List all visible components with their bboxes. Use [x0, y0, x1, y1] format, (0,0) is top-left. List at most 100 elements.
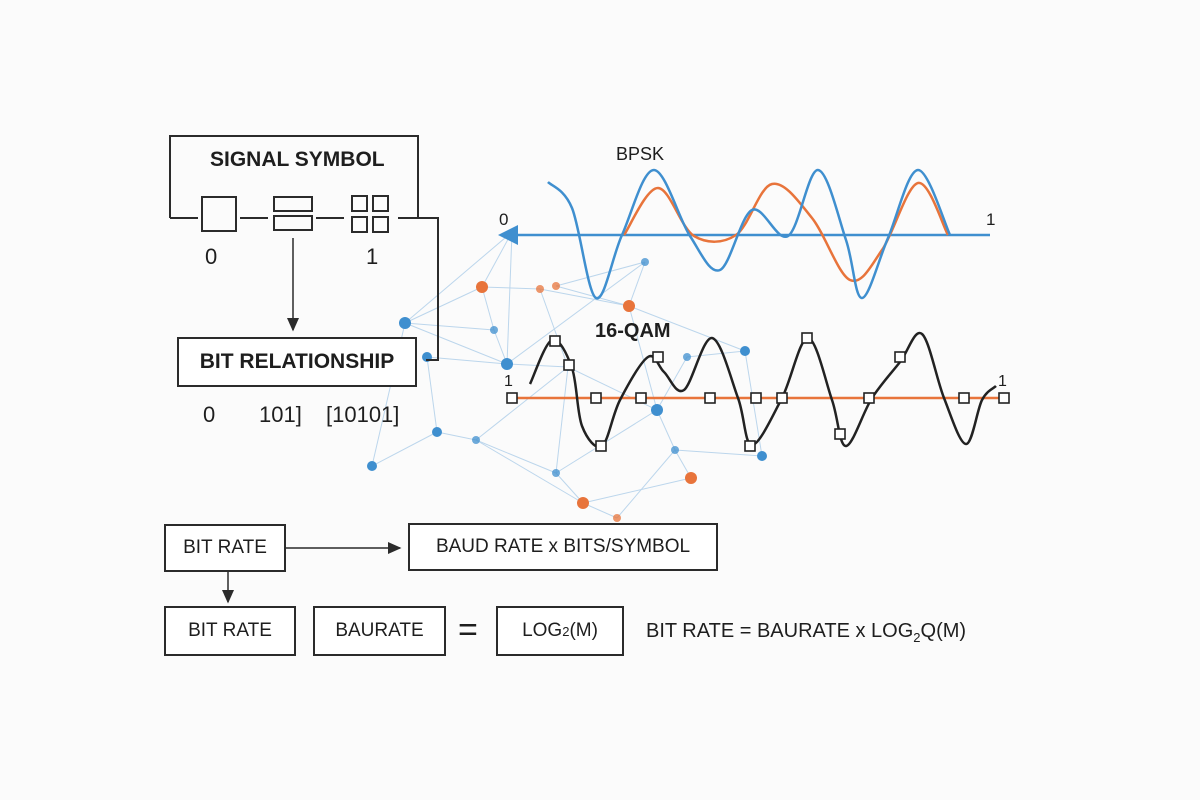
network-edge: [436, 431, 477, 441]
network-node: [623, 300, 635, 312]
network-node: [671, 446, 679, 454]
network-edge: [404, 322, 508, 365]
network-node: [432, 427, 442, 437]
full-formula: BIT RATE = BAURATE x LOG2Q(M): [646, 620, 966, 645]
network-edge: [493, 329, 508, 365]
bpsk-axis-start-label: 0: [499, 210, 509, 229]
full-formula-subscript: 2: [913, 630, 921, 645]
qam-symbol-marker: [590, 392, 602, 404]
network-edge: [404, 231, 513, 324]
qam-symbol-marker: [750, 392, 762, 404]
network-graph: [367, 229, 767, 522]
symbol-two-bar-icon: [273, 196, 313, 231]
network-edge: [539, 288, 569, 368]
network-edge: [481, 286, 495, 331]
network-node: [641, 258, 649, 266]
network-edge: [686, 350, 746, 358]
network-edge: [582, 477, 692, 504]
full-formula-prefix: BIT RATE = BAURATE x LOG: [646, 620, 914, 642]
network-edge: [656, 409, 676, 451]
signal-symbol-connector: [398, 217, 439, 361]
network-node: [472, 436, 480, 444]
bit-value-10101: [10101]: [326, 402, 400, 427]
network-node: [757, 451, 767, 461]
qam-dark-wave: [528, 331, 997, 449]
qam-symbol-marker: [652, 351, 664, 363]
qam-symbol-marker: [744, 440, 756, 452]
network-edge: [616, 449, 676, 519]
network-edge: [506, 231, 513, 365]
network-node: [476, 281, 488, 293]
network-node: [651, 404, 663, 416]
qam-plot: [506, 331, 1010, 452]
network-edge: [475, 439, 584, 504]
qam-symbol-marker: [998, 392, 1010, 404]
symbol-label-zero: 0: [205, 244, 218, 269]
qam-symbol-marker: [563, 359, 575, 371]
qam-symbol-marker: [894, 351, 906, 363]
network-edge: [674, 449, 763, 457]
qam-symbol-marker: [776, 392, 788, 404]
log-suffix: (M): [569, 620, 598, 641]
network-edge: [404, 322, 495, 331]
symbol-label-one: 1: [366, 244, 379, 269]
bit-rate-box-bottom: BIT RATE: [164, 606, 296, 656]
network-node: [490, 326, 498, 334]
bit-value-zero: 0: [203, 402, 216, 427]
network-node: [685, 472, 697, 484]
bit-relationship-box: BIT RELATIONSHIP: [177, 337, 417, 387]
network-node: [552, 469, 560, 477]
qam-symbol-marker: [506, 392, 518, 404]
network-node: [536, 285, 544, 293]
bpsk-plot: [498, 168, 990, 300]
network-node: [613, 514, 621, 522]
bit-rate-box-top: BIT RATE: [164, 524, 286, 572]
qam-title: 16-QAM: [595, 320, 671, 342]
equals-sign: =: [458, 611, 478, 649]
network-node: [683, 353, 691, 361]
qam-symbol-marker: [635, 392, 647, 404]
qam-symbol-marker: [834, 428, 846, 440]
network-edge: [506, 261, 646, 365]
network-edge: [628, 305, 658, 411]
network-edge: [628, 261, 646, 307]
network-edge: [555, 472, 584, 504]
baurate-box: BAURATE: [313, 606, 446, 656]
symbol-one-square-icon: [201, 196, 237, 232]
network-node: [577, 497, 589, 509]
baud-rate-times-bits-box: BAUD RATE x BITS/SYMBOL: [408, 523, 718, 571]
bpsk-title: BPSK: [616, 144, 665, 164]
network-edge: [539, 288, 630, 307]
bit-value-101: 101]: [259, 402, 302, 427]
qam-symbol-marker: [549, 335, 561, 347]
signal-symbol-frame: [169, 135, 439, 361]
network-node: [501, 358, 513, 370]
qam-axis-start-label: 1: [504, 373, 513, 390]
network-node: [399, 317, 411, 329]
network-edge: [475, 366, 569, 441]
network-node: [552, 282, 560, 290]
network-node: [740, 346, 750, 356]
network-edge: [555, 366, 569, 474]
qam-symbol-marker: [801, 332, 813, 344]
network-edge: [582, 502, 618, 519]
network-edge: [481, 231, 513, 288]
network-edge: [426, 356, 438, 433]
bpsk-orange-wave: [622, 181, 950, 283]
bpsk-axis-end-label: 1: [986, 210, 996, 229]
network-edge: [628, 305, 746, 352]
network-edge: [404, 286, 483, 324]
qam-symbol-marker: [704, 392, 716, 404]
network-edge: [555, 261, 646, 287]
network-edge: [481, 286, 541, 290]
qam-axis-end-label: 1: [998, 373, 1007, 390]
qam-symbol-marker: [958, 392, 970, 404]
network-edge: [371, 431, 438, 467]
full-formula-suffix: Q(M): [920, 620, 967, 642]
network-edge: [475, 439, 557, 474]
signal-symbol-outline: [169, 135, 419, 218]
bpsk-blue-wave: [547, 168, 952, 300]
network-node: [367, 461, 377, 471]
